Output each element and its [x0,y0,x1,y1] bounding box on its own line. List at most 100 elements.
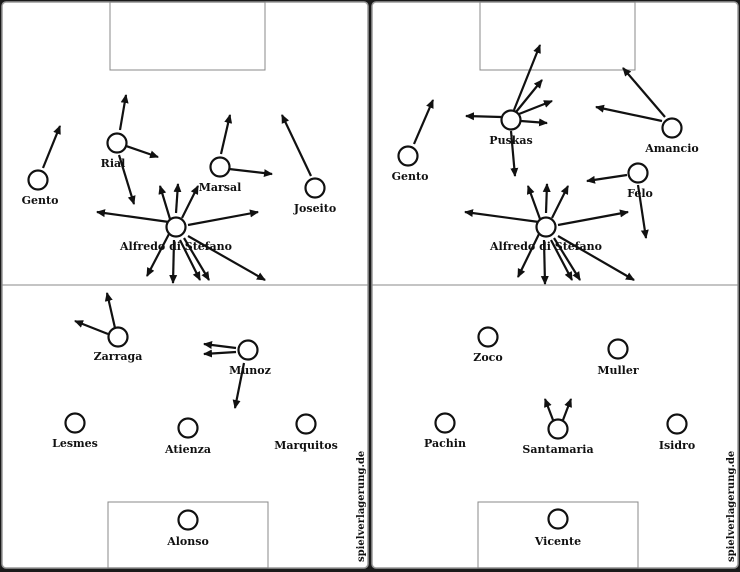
movement-arrow [219,114,233,155]
player-name: Zarraga [94,350,143,363]
movement-arrow [517,233,540,278]
movement-arrow [187,235,266,281]
player-name: Isidro [659,439,695,452]
movement-arrow [187,209,259,227]
movement-arrow [512,44,542,111]
player-name: Marquitos [274,439,338,452]
player-name: Santamaria [522,443,593,456]
movement-arrow [542,183,551,214]
player-name: Zoco [473,351,502,364]
movement-arrow [412,99,435,145]
player-right: Alfredo di Stefano [489,216,602,253]
player-name: Vicente [534,535,581,548]
movement-arrow [41,125,62,169]
player-right: Gento [392,145,429,183]
player-right: Zoco [473,326,503,364]
pitch-right-top-box [479,1,636,71]
movement-arrow [118,94,129,131]
pitch-left-bottom-box [107,501,269,569]
player-marker [607,338,629,360]
movement-arrow [117,154,136,205]
movement-arrow [203,349,237,358]
movement-arrow [557,209,629,227]
player-marker [295,413,317,435]
player-left: Marsal [199,156,241,194]
player-marker [177,509,199,531]
movement-arrow [561,398,573,421]
movement-arrow [203,341,237,350]
movement-arrow [125,144,159,159]
player-name: Joseito [293,202,336,215]
player-name: Pachin [424,437,466,450]
player-marker [397,145,419,167]
watermark: spielverlagerung.de [726,451,737,562]
player-marker [627,162,649,184]
player-name: Gento [392,170,429,183]
movement-arrow [281,114,312,177]
movement-arrow [595,104,663,123]
player-left: Rial [101,132,128,170]
movement-arrow [515,79,543,113]
movement-arrow [169,239,178,284]
player-marker [304,177,326,199]
player-name: Munoz [229,364,271,377]
movement-arrow [228,167,273,178]
player-name: Gento [22,194,59,207]
player-marker [434,412,456,434]
player-marker [666,413,688,435]
player-marker [237,339,259,361]
player-right: Pachin [424,412,466,450]
player-name: Muller [597,364,639,377]
movement-arrow [183,237,210,281]
player-marker [547,508,569,530]
movement-arrow [557,235,635,281]
player-right: Santamaria [522,418,594,456]
player-name: Rial [101,157,126,170]
player-name: Amancio [644,142,699,155]
movement-arrow [181,185,199,219]
player-name: Alfredo di Stefano [489,240,602,253]
player-marker [547,418,569,440]
movement-arrow [232,362,246,409]
player-left: Atienza [164,417,211,456]
player-left: Alfredo di Stefano [119,216,232,253]
player-right: Vicente [534,508,581,548]
player-right: Felo [627,162,653,200]
movement-arrow [158,185,172,220]
player-marker [177,417,199,439]
watermark: spielverlagerung.de [356,451,367,562]
movement-arrow [146,233,170,277]
player-left: Joseito [293,177,336,215]
player-marker [661,117,683,139]
movement-arrow [465,112,502,121]
player-name: Lesmes [52,437,98,450]
player-marker [27,169,49,191]
player-right: Isidro [659,413,695,452]
movement-arrow [553,237,581,281]
movement-arrow [509,130,519,177]
player-marker [64,412,86,434]
player-marker [106,132,128,154]
movement-arrow [622,67,666,118]
player-marker [209,156,231,178]
player-left: Gento [22,169,59,207]
movement-arrow [173,183,182,214]
movement-arrow [520,118,548,127]
movement-arrow [543,398,555,421]
player-marker [477,326,499,348]
pitch-right-bottom-box [477,501,639,569]
player-right: Amancio [644,117,699,155]
player-left: Alonso [166,509,209,548]
movement-arrow [464,209,540,224]
player-marker [165,216,187,238]
movement-arrow [526,185,542,220]
movement-arrow [550,239,573,281]
movement-arrow [518,99,553,116]
movement-arrow [636,184,649,239]
player-right: Muller [597,338,639,377]
pitch-left-top-box [109,1,266,71]
player-name: Puskas [489,134,532,147]
pitch-right: spielverlagerung.de [371,1,739,569]
player-name: Alfredo di Stefano [119,240,232,253]
